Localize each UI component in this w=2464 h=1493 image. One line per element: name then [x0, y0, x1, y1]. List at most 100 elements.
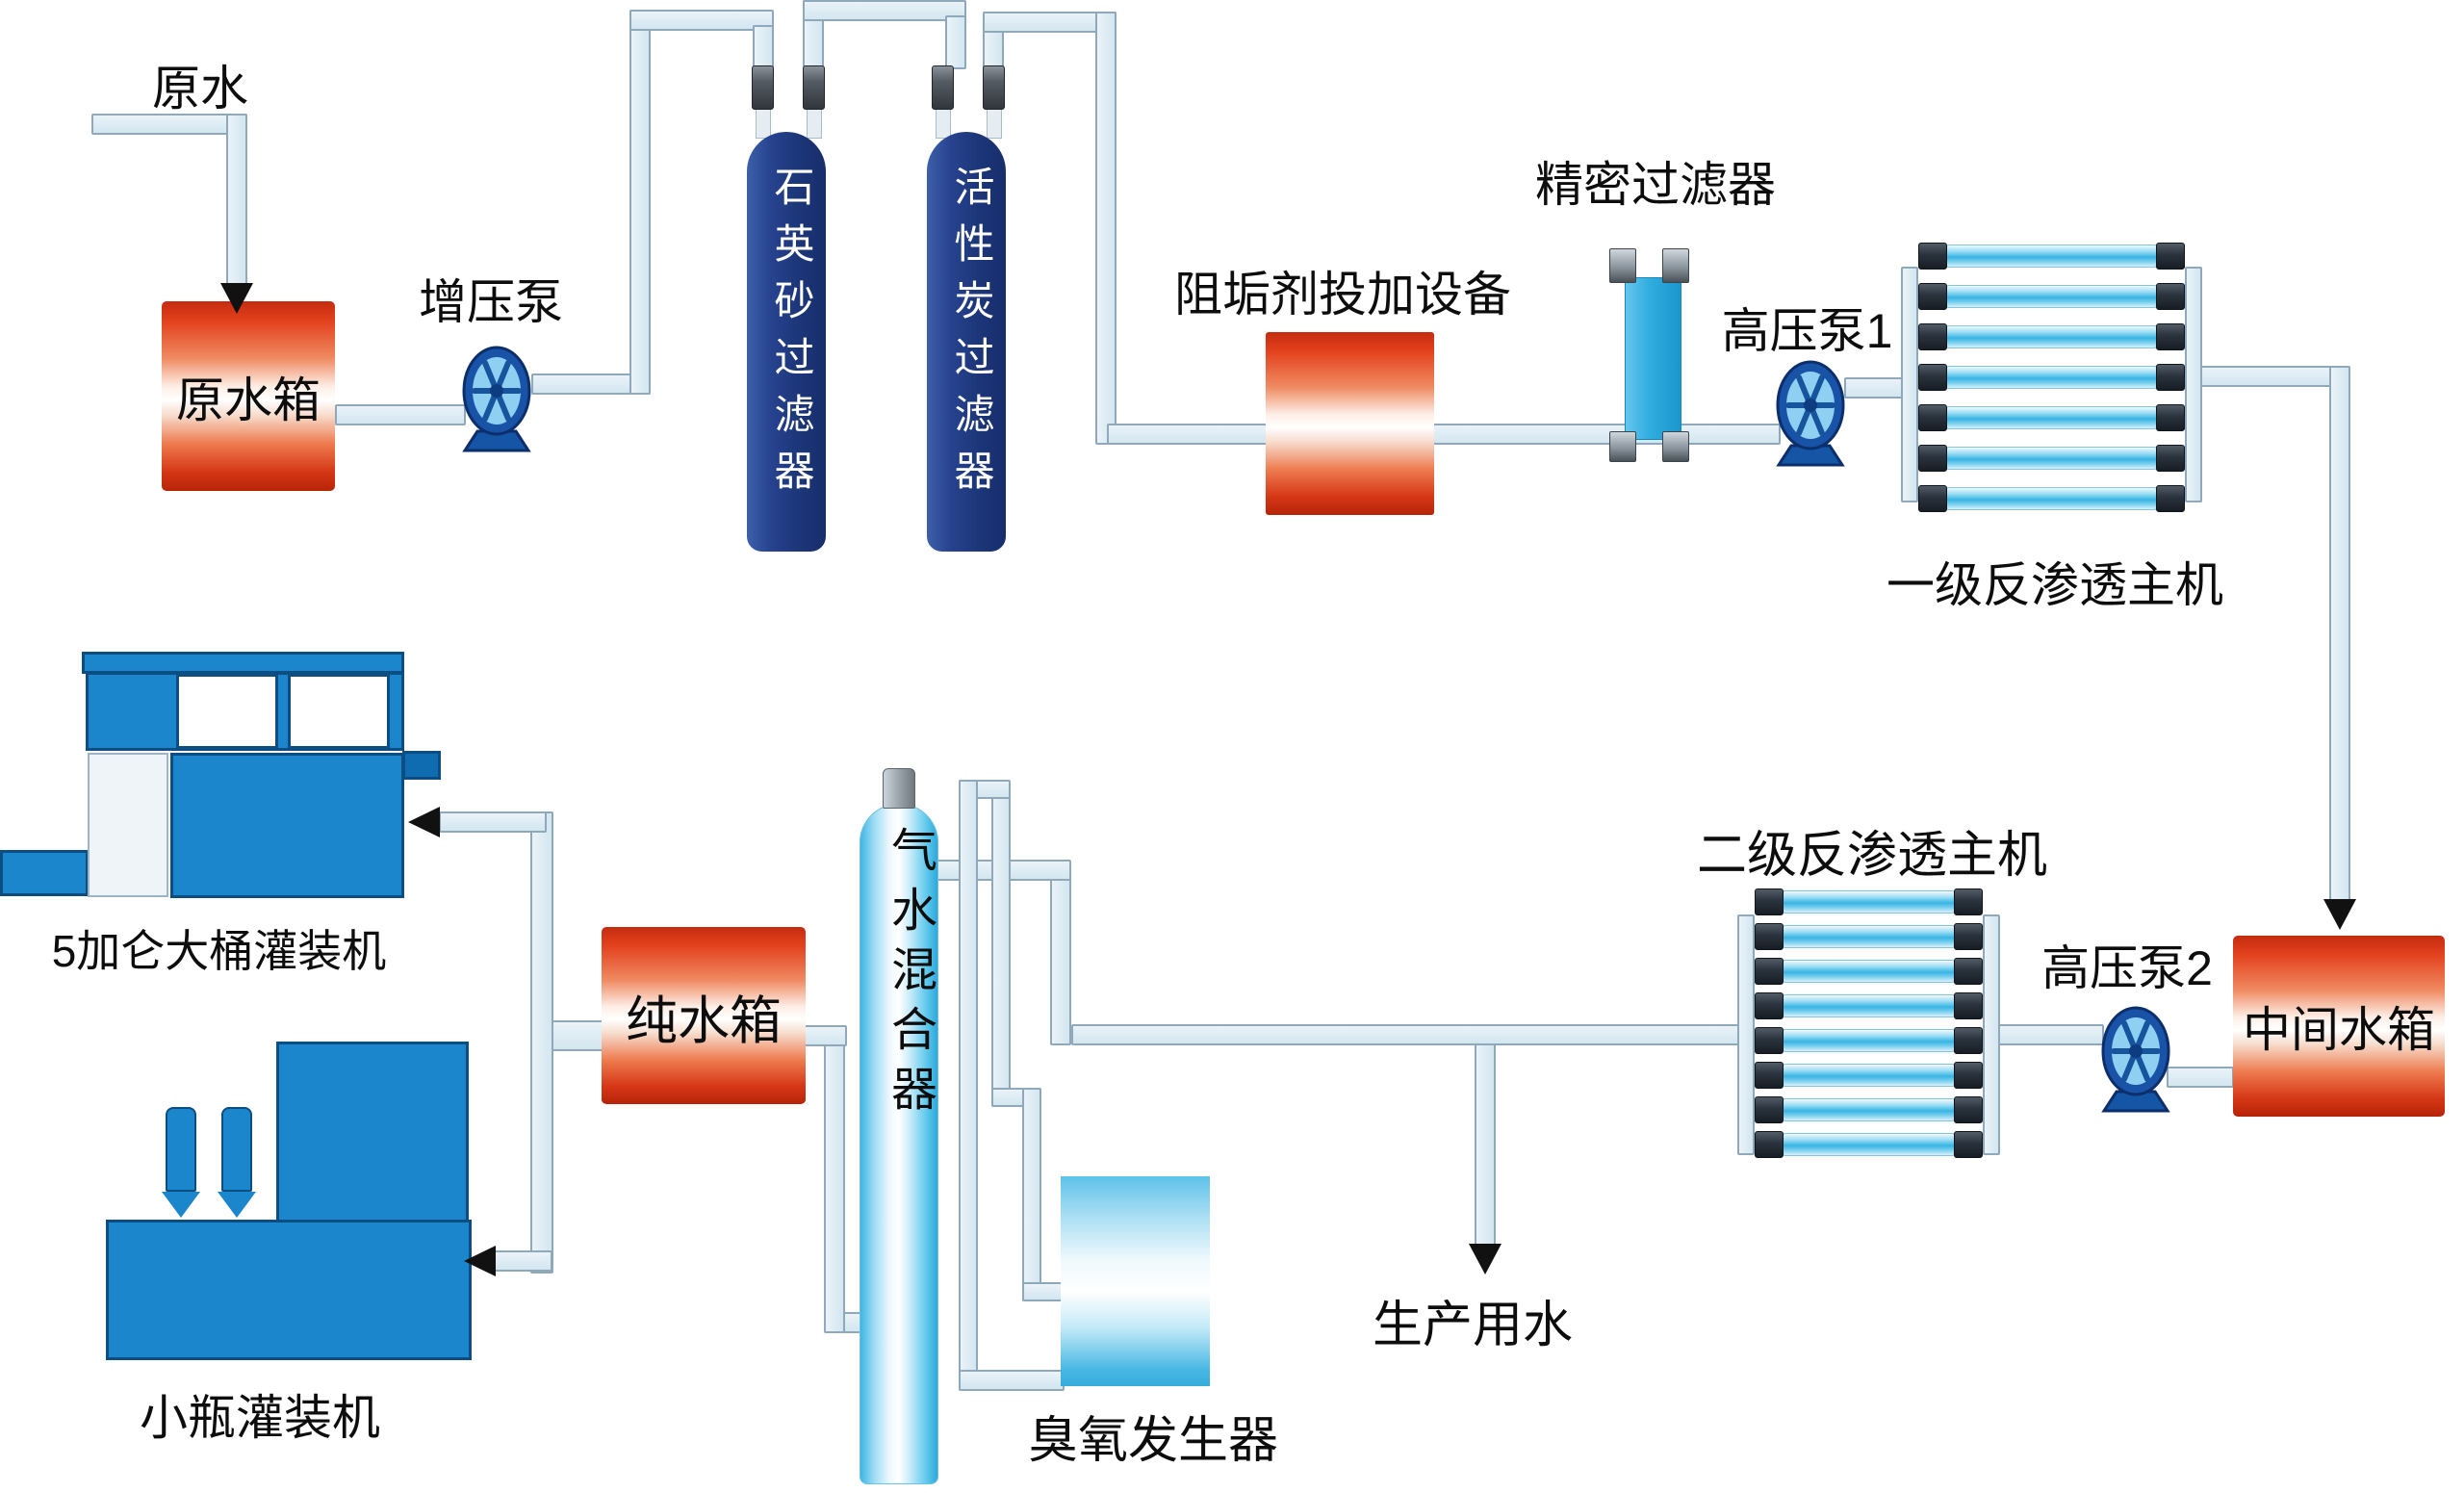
precision-filter-bottom-right-foot	[1662, 431, 1689, 462]
ro-membrane-right-cap	[2156, 445, 2185, 472]
raw-water-tank-label: 原水箱	[176, 373, 321, 427]
product-line-riser-pipe	[1050, 870, 1071, 1045]
bottle-funnel-1-icon	[162, 1192, 200, 1218]
ro-membrane-tube-body	[1782, 1098, 1956, 1121]
ro-membrane-left-cap	[1918, 364, 1947, 391]
ro-membrane-right-cap	[2156, 283, 2185, 310]
ozone-loop-left-leg-pipe	[959, 780, 978, 1391]
ro1-to-tank-downcomer-pipe	[2329, 366, 2350, 903]
raw-water-inlet-pipe-vertical	[226, 114, 247, 287]
five-gallon-filler-window-1	[176, 674, 278, 749]
small-bottle-1	[166, 1107, 196, 1192]
ro-membrane-tube	[1918, 485, 2185, 512]
antiscalant-dosing-label: 阻垢剂投加设备	[1174, 268, 1511, 322]
ro-membrane-tube-body	[1945, 325, 2158, 348]
ro-membrane-tube	[1918, 323, 2185, 350]
ro-membrane-left-cap	[1918, 445, 1947, 472]
precision-filter-bottom-left-foot	[1609, 431, 1636, 462]
small-bottle-2	[221, 1107, 252, 1192]
ro-membrane-tube-body	[1782, 1064, 1956, 1087]
ro-membrane-tube-body	[1782, 1133, 1956, 1156]
ozone-upper-feed-pipe	[1022, 1282, 1065, 1301]
ozone-lower-feed-pipe	[959, 1370, 1065, 1391]
booster-pump-label: 增压泵	[419, 275, 563, 329]
ro-membrane-right-cap	[1954, 888, 1983, 915]
pump1-to-ro1-pipe	[1844, 377, 1908, 399]
high-pressure-pump1-label: 高压泵1	[1721, 304, 1893, 358]
ro-membrane-tube-body	[1945, 447, 2158, 470]
ro-membrane-tube	[1755, 992, 1983, 1019]
ro-membrane-tube	[1755, 888, 1983, 915]
pump2-to-ro2-pipe	[1998, 1024, 2104, 1045]
five-gallon-filler-door-frame	[88, 753, 168, 897]
ro-membrane-right-cap	[2156, 404, 2185, 431]
ro-membrane-tube	[1918, 243, 2185, 270]
ro-membrane-right-cap	[2156, 364, 2185, 391]
pure-tank-inlet-pipe	[804, 1025, 847, 1046]
ro-membrane-tube	[1918, 283, 2185, 310]
ro-membrane-tube	[1755, 1062, 1983, 1089]
downcomer-pipe-to-dosing-line	[1095, 12, 1116, 445]
pure-water-tank: 纯水箱	[602, 927, 806, 1104]
five-gallon-filler-conveyor	[0, 850, 89, 896]
ro-membrane-left-cap	[1755, 992, 1784, 1019]
ro-membrane-left-cap	[1755, 1027, 1784, 1054]
ro-membrane-left-cap	[1918, 243, 1947, 270]
raw-water-tank: 原水箱	[162, 301, 335, 491]
ro-membrane-left-cap	[1755, 1096, 1784, 1123]
intermediate-water-tank-label: 中间水箱	[2243, 1003, 2435, 1057]
ro-membrane-tube	[1918, 445, 2185, 472]
precision-filter-vessel	[1625, 277, 1681, 440]
ro-membrane-left-cap	[1918, 404, 1947, 431]
production-water-branch-pipe	[1475, 1043, 1496, 1246]
small-bottle-feed-arrow-icon	[464, 1246, 496, 1276]
ro-membrane-tube	[1918, 364, 2185, 391]
ro-membrane-tube	[1755, 923, 1983, 950]
small-bottle-feed-pipe	[493, 1250, 552, 1272]
ro-stage2-label: 二级反渗透主机	[1696, 828, 2047, 884]
pure-water-tank-label: 纯水箱	[626, 991, 782, 1050]
production-water-label: 生产用水	[1372, 1298, 1573, 1353]
quartz-sand-filter-label: 石英砂过滤器	[769, 166, 814, 506]
ro-membrane-right-cap	[2156, 323, 2185, 350]
tank-to-pump2-pipe	[2167, 1067, 2234, 1088]
mixer-top-cap	[883, 768, 915, 809]
filter1-left-port-cap	[752, 65, 774, 110]
intermediate-water-tank: 中间水箱	[2233, 936, 2445, 1117]
antiscalant-dosing-unit	[1266, 332, 1434, 515]
five-gallon-filler-window-2	[288, 674, 390, 749]
activated-carbon-filter-label: 活性炭过滤器	[949, 166, 994, 506]
precision-filter-top-left-fitting	[1609, 248, 1636, 283]
mixer-to-tank-riser-pipe	[824, 1025, 845, 1333]
ro-stage1-label: 一级反渗透主机	[1886, 558, 2223, 612]
ro2-left-frame-pipe	[1737, 914, 1755, 1155]
ro-membrane-right-cap	[1954, 1131, 1983, 1158]
ro-membrane-right-cap	[1954, 1027, 1983, 1054]
air-water-mixer-label: 气水混合器	[884, 826, 935, 1124]
high-pressure-pump1-icon	[1774, 359, 1847, 469]
riser-pipe-to-filter1	[629, 10, 651, 395]
ro-stage2-membrane-array	[1755, 888, 1983, 1158]
small-bottle-filler-hopper	[276, 1042, 469, 1224]
raw-water-label: 原水	[152, 62, 248, 116]
ro-membrane-left-cap	[1755, 923, 1784, 950]
ro-membrane-right-cap	[1954, 958, 1983, 985]
five-gallon-filler-side-stub	[402, 751, 441, 780]
five-gallon-filler-label: 5加仑大桶灌装机	[51, 926, 387, 976]
filter2-left-port-cap	[932, 65, 954, 110]
ro-membrane-tube-body	[1782, 1029, 1956, 1052]
ro-membrane-tube-body	[1782, 925, 1956, 948]
high-pressure-pump2-icon	[2099, 1005, 2172, 1115]
ro2-right-frame-pipe	[1983, 914, 2000, 1155]
five-gallon-filler-top-bar	[82, 652, 404, 674]
ozone-generator-label: 臭氧发生器	[1027, 1413, 1278, 1469]
five-gallon-filler-main-body	[170, 753, 404, 898]
ro-membrane-right-cap	[2156, 243, 2185, 270]
intermediate-tank-inlet-arrow-icon	[2323, 899, 2356, 930]
ro-membrane-right-cap	[1954, 992, 1983, 1019]
ro-membrane-tube-body	[1945, 366, 2158, 389]
five-gallon-feed-pipe	[439, 811, 547, 833]
ro-membrane-left-cap	[1918, 323, 1947, 350]
filler-manifold-pipe	[530, 811, 553, 1274]
